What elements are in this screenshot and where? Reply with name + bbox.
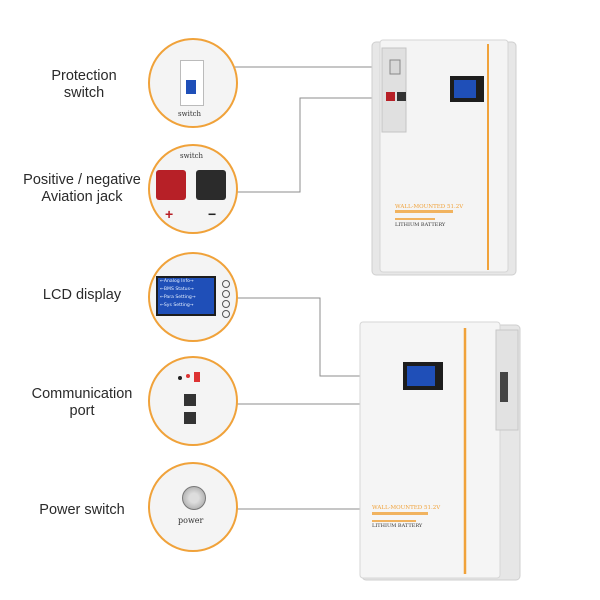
rj45-port-icon <box>184 394 196 406</box>
negative-jack-icon <box>196 170 226 200</box>
label-aviation-jack: Positive / negative Aviation jack <box>23 172 141 205</box>
lcd-line: ←Analog Info→ <box>160 279 194 284</box>
lcd-line: ←BMS Status→ <box>160 287 194 292</box>
callout-aviation-jack: switch + − <box>148 144 238 234</box>
lcd-line: ←Sys Setting→ <box>160 303 194 308</box>
label-communication-port: Communication port <box>31 386 133 419</box>
label-lcd-display: LCD display <box>42 287 122 303</box>
positive-jack-icon <box>156 170 186 200</box>
label-power-switch: Power switch <box>39 502 125 518</box>
rj45-port-icon <box>184 412 196 424</box>
battery-unit-bottom <box>359 321 521 581</box>
indicator-dot-icon <box>186 374 190 378</box>
battery-brand-top: WALL-MOUNTED 51.2V <box>395 204 464 210</box>
power-button-icon <box>182 486 206 510</box>
callout-power-switch: power <box>148 462 238 552</box>
leader-line-jack <box>235 97 398 193</box>
battery-product-bottom: LITHIUM BATTERY <box>372 523 423 529</box>
switch-caption: switch <box>178 110 202 118</box>
callout-communication-port <box>148 356 238 446</box>
callout-protection-switch: switch <box>148 38 238 128</box>
lcd-button-icon <box>222 310 230 318</box>
battery-product-top: LITHIUM BATTERY <box>395 222 446 228</box>
lcd-screen: ←Analog Info→ ←BMS Status→ ←Para Setting… <box>156 276 216 316</box>
battery-unit-top <box>371 39 517 276</box>
minus-sign: − <box>208 206 217 222</box>
battery-brand-bottom: WALL-MOUNTED 51.2V <box>372 505 441 511</box>
dip-switch-icon <box>194 372 200 382</box>
label-protection-switch: Protection switch <box>51 68 117 101</box>
lcd-button-icon <box>222 290 230 298</box>
indicator-dot-icon <box>178 376 182 380</box>
lcd-line: ←Para Setting→ <box>160 295 196 300</box>
jack-caption: switch <box>180 152 204 160</box>
lcd-button-icon <box>222 300 230 308</box>
plus-sign: + <box>165 206 174 222</box>
callout-lcd-display: ←Analog Info→ ←BMS Status→ ←Para Setting… <box>148 252 238 342</box>
power-caption: power <box>178 516 204 525</box>
lcd-button-icon <box>222 280 230 288</box>
